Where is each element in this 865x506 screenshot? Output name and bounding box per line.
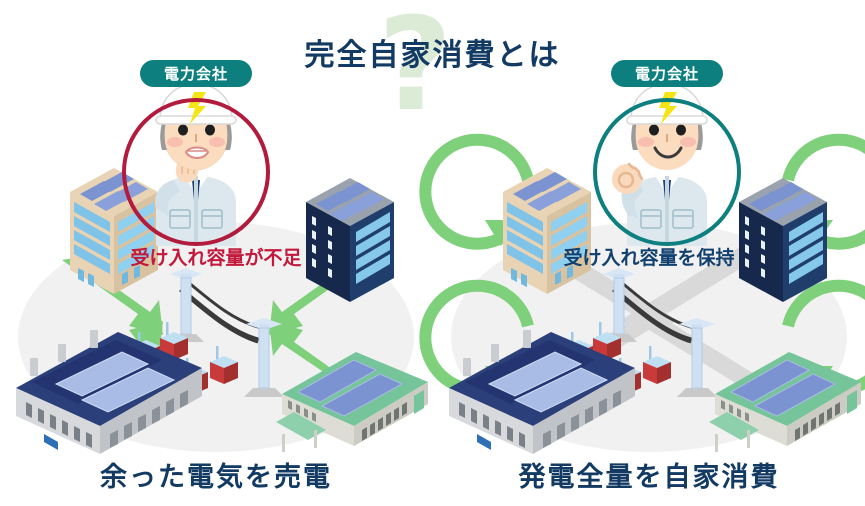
- scene-diagram-right: [419, 133, 865, 480]
- badge-power-company: 電力会社: [140, 60, 252, 87]
- building-factory-navy-roof: [16, 330, 202, 454]
- status-text-capacity: 受け入れ容量が不足: [130, 248, 302, 269]
- badge-label: 電力会社: [163, 66, 228, 83]
- pylon: [677, 318, 717, 397]
- happy-worker-illustration: [593, 83, 741, 246]
- building-office-tower-navy: [739, 178, 827, 302]
- panel-self-consumption: 電力会社: [419, 0, 865, 506]
- panel-sell-surplus: 電力会社: [0, 0, 432, 506]
- status-ring-good: [593, 98, 741, 246]
- panel-caption-self: 発電全量を自家消費: [518, 462, 780, 492]
- building-factory-navy-roof: [449, 330, 635, 454]
- panel-caption-sell: 余った電気を売電: [100, 462, 332, 492]
- badge-power-company: 電力会社: [611, 60, 723, 87]
- question-mark-icon: ?: [378, 0, 453, 140]
- worried-worker-illustration: [122, 83, 270, 246]
- page-title: 完全自家消費とは: [304, 39, 561, 72]
- status-text-capacity: 受け入れ容量を保持: [563, 248, 735, 269]
- building-warehouse-green-roof: [276, 352, 428, 452]
- badge-label: 電力会社: [634, 66, 699, 83]
- status-ring-bad: [122, 98, 270, 246]
- building-office-tower-beige: [503, 168, 591, 294]
- building-office-tower-navy: [306, 178, 394, 302]
- building-warehouse-green-roof: [709, 352, 861, 452]
- pylon: [244, 318, 284, 397]
